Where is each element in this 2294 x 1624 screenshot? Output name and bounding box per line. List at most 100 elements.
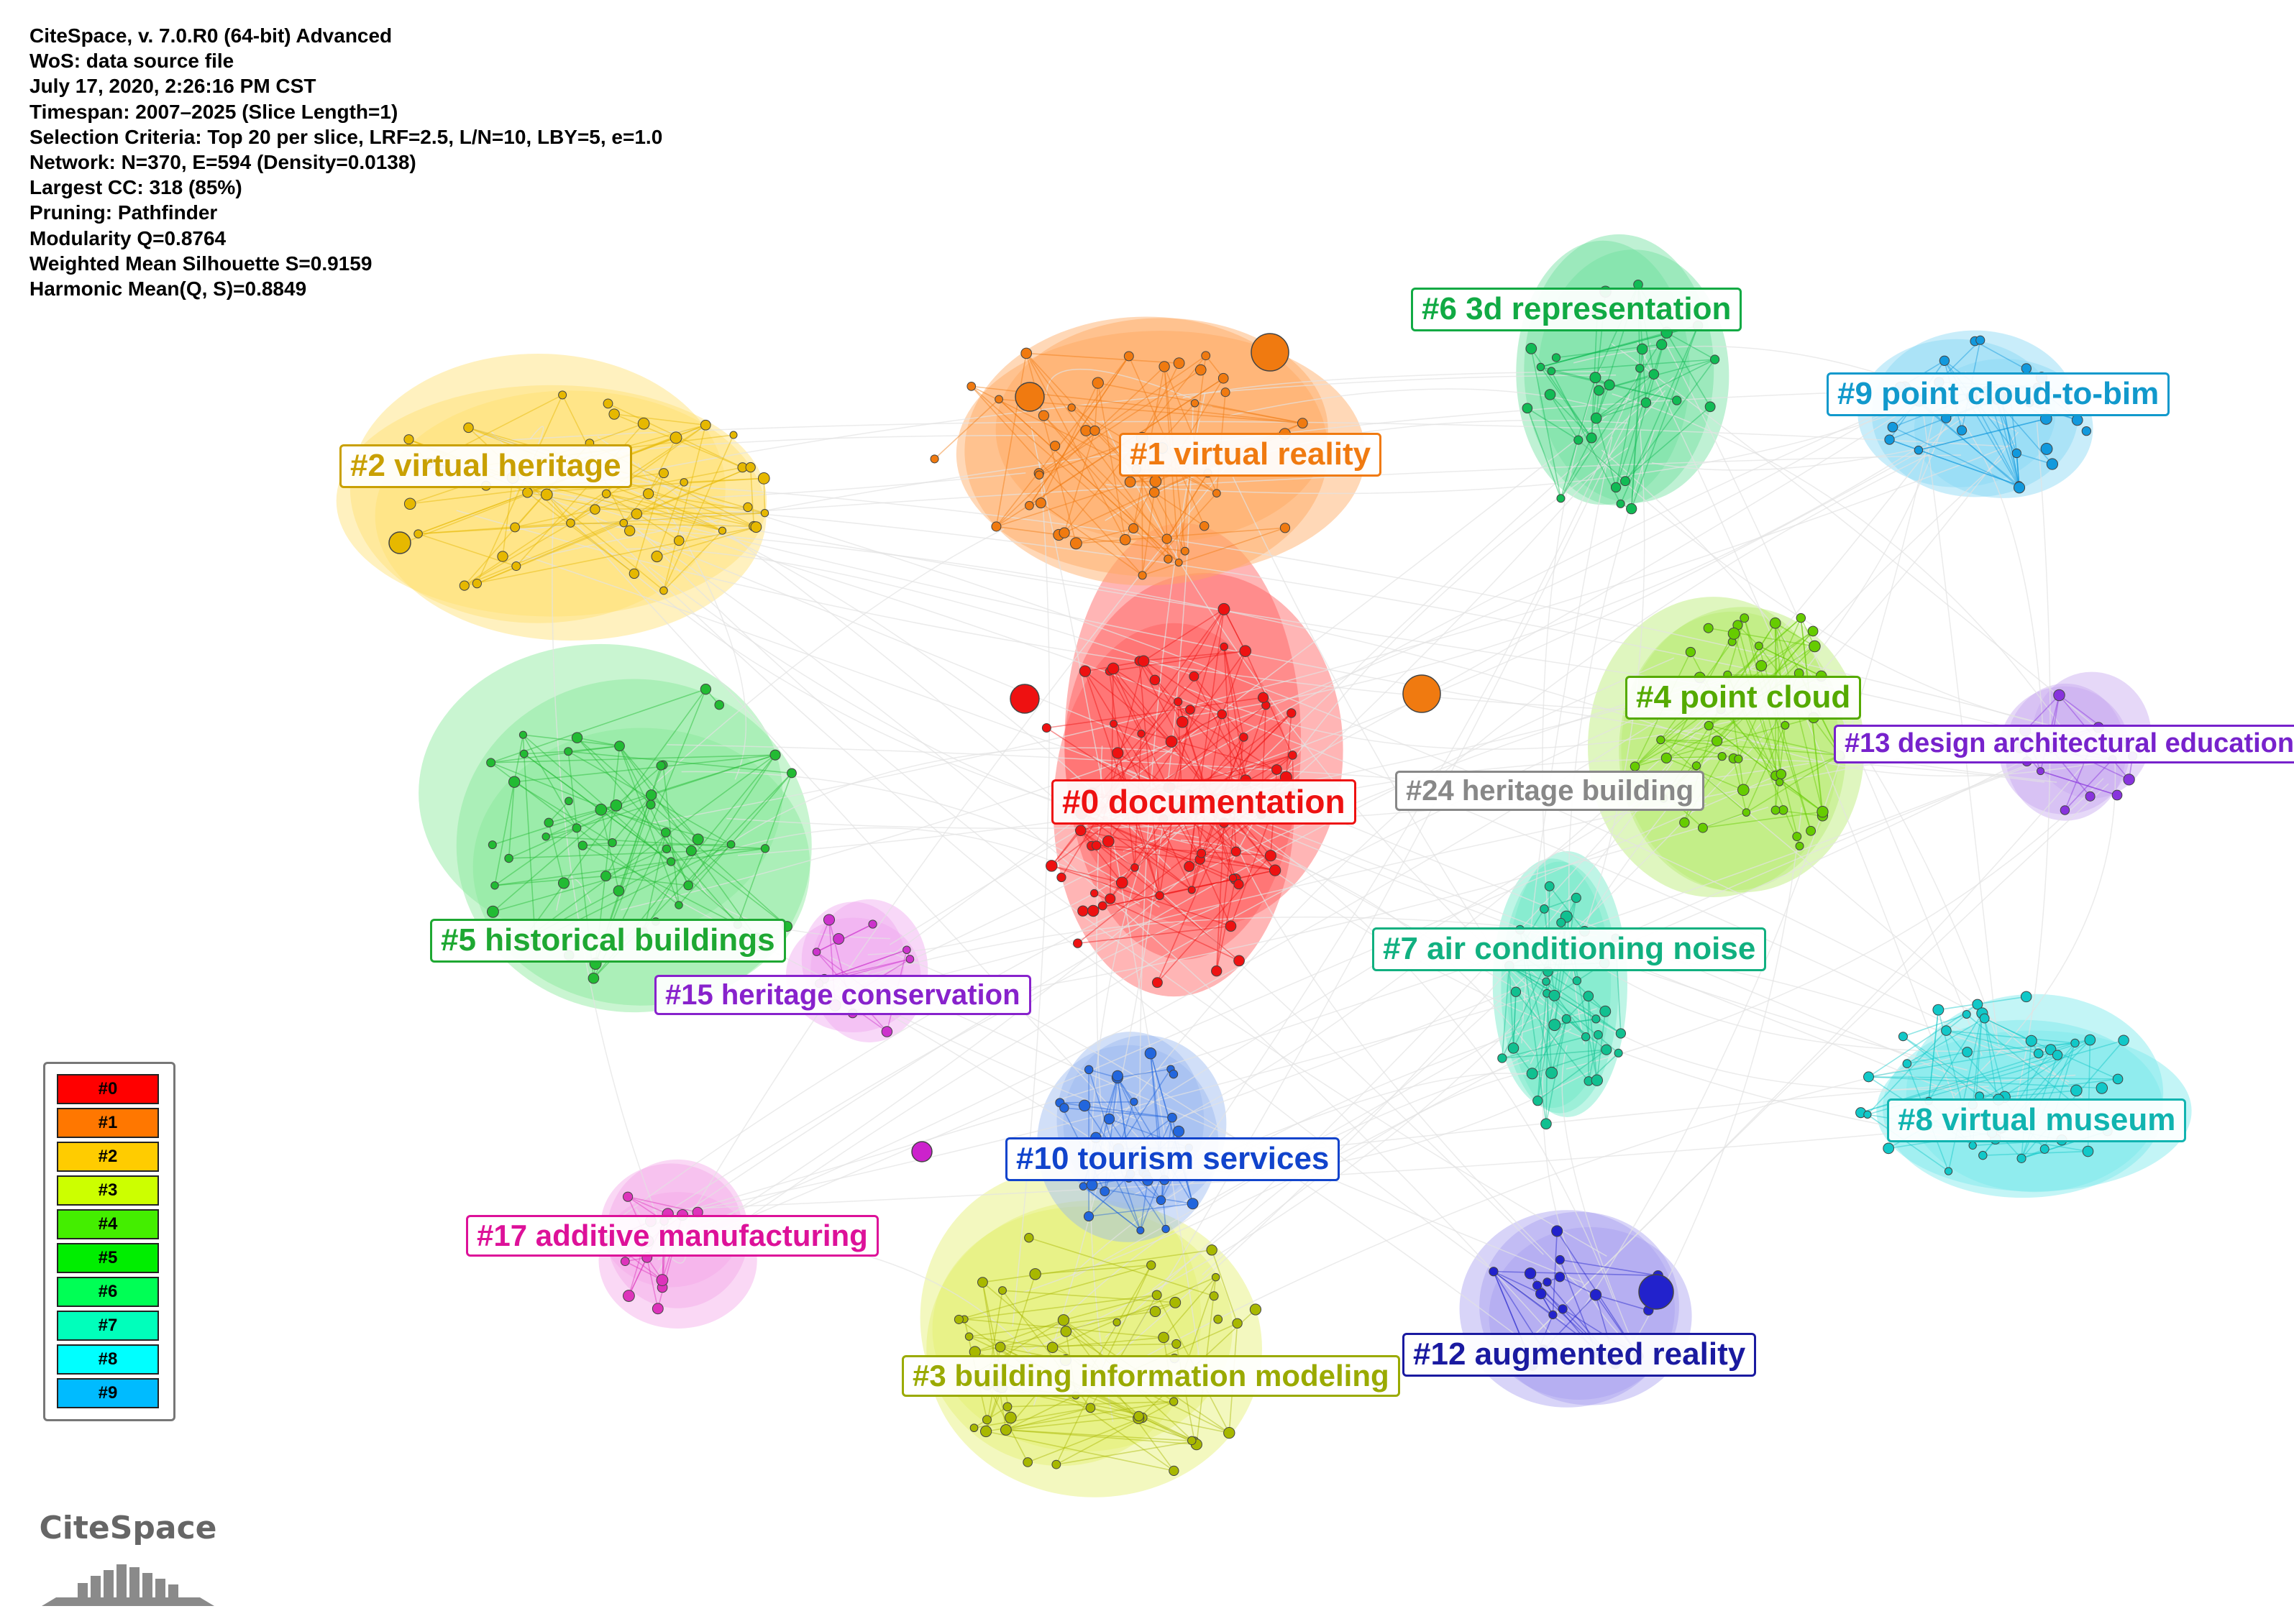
cluster-label-12[interactable]: #12 augmented reality xyxy=(1402,1333,1757,1377)
background-link xyxy=(829,371,1967,999)
background-link xyxy=(504,454,1961,531)
cluster-hull xyxy=(1588,597,1840,897)
cluster-label-10[interactable]: #10 tourism services xyxy=(1005,1137,1340,1181)
cluster-node xyxy=(2040,443,2053,455)
cluster-label-4[interactable]: #4 point cloud xyxy=(1625,676,1862,720)
background-link xyxy=(1573,948,2042,1052)
cluster-link xyxy=(2064,758,2114,811)
cluster-label-17[interactable]: #17 additive manufacturing xyxy=(466,1215,879,1257)
cluster-link xyxy=(1720,709,1782,775)
cluster-link xyxy=(1071,407,1155,493)
cluster-link xyxy=(656,482,685,557)
cluster-label-6[interactable]: #6 3d representation xyxy=(1411,288,1742,331)
cluster-node xyxy=(1185,705,1195,715)
cluster-link xyxy=(490,688,706,763)
background-link xyxy=(452,459,2032,1109)
cluster-node xyxy=(1545,1066,1558,1079)
cluster-link xyxy=(1983,1150,2088,1156)
cluster-node xyxy=(1086,1179,1098,1191)
background-link xyxy=(1651,444,1934,471)
cluster-link xyxy=(1974,340,2042,379)
cluster-label-8[interactable]: #8 virtual museum xyxy=(1887,1098,2187,1142)
cluster-node xyxy=(1542,977,1550,986)
cluster-node xyxy=(1249,1303,1262,1316)
cluster-node xyxy=(1189,671,1199,682)
cluster-node xyxy=(1029,1268,1041,1280)
cluster-link xyxy=(663,434,734,591)
cluster-node xyxy=(1184,861,1195,872)
cluster-node xyxy=(652,1303,664,1315)
cluster-node xyxy=(659,586,668,595)
cluster-label-24[interactable]: #24 heritage building xyxy=(1395,771,1705,811)
background-link xyxy=(889,383,1951,945)
cluster-link xyxy=(1760,630,1814,666)
cluster-node xyxy=(519,749,529,758)
cluster-link xyxy=(1005,1395,1077,1431)
cluster-label-7[interactable]: #7 air conditioning noise xyxy=(1372,927,1767,971)
cluster-node xyxy=(1172,1125,1185,1137)
cluster-node xyxy=(692,833,704,845)
cluster-link xyxy=(1166,472,1209,539)
cluster-node xyxy=(718,526,727,535)
cluster-label-2[interactable]: #2 virtual heritage xyxy=(339,444,632,488)
cluster-hull xyxy=(349,353,726,623)
cluster-node xyxy=(1211,965,1223,977)
cluster-label-0[interactable]: #0 documentation xyxy=(1051,779,1356,825)
cluster-link xyxy=(1660,739,1717,742)
cluster-link xyxy=(1527,408,1579,441)
cluster-link xyxy=(513,781,613,843)
cluster-link xyxy=(1025,353,1126,541)
cluster-node xyxy=(2082,1145,2094,1157)
cluster-label-5[interactable]: #5 historical buildings xyxy=(430,919,786,963)
cluster-link xyxy=(1595,418,1617,488)
cluster-link xyxy=(1138,1416,1195,1442)
cluster-link xyxy=(418,512,765,535)
cluster-node xyxy=(511,561,521,572)
cluster-link xyxy=(1745,754,1840,813)
cluster-node xyxy=(1648,369,1660,380)
cluster-node xyxy=(1201,351,1211,361)
summary-line: Harmonic Mean(Q, S)=0.8849 xyxy=(29,277,307,301)
cluster-node xyxy=(614,740,625,752)
cluster-label-13[interactable]: #13 design architectural education xyxy=(1834,725,2294,763)
cluster-node xyxy=(1691,761,1701,771)
summary-line: Largest CC: 318 (85%) xyxy=(29,176,242,199)
cluster-node xyxy=(541,832,550,841)
cluster-node xyxy=(1137,730,1146,738)
cluster-label-15[interactable]: #15 heritage conservation xyxy=(654,975,1031,1015)
cluster-link xyxy=(1077,925,1231,944)
cluster-link xyxy=(1545,886,1550,1124)
cluster-node xyxy=(1558,1304,1568,1314)
cluster-link xyxy=(1000,1343,1176,1348)
background-link xyxy=(1535,783,2109,1335)
cluster-link xyxy=(1091,845,1276,871)
cluster-link xyxy=(1076,528,1134,544)
cluster-node xyxy=(1589,1288,1602,1301)
cluster-link xyxy=(1059,1101,1134,1104)
cluster-link xyxy=(1193,676,1245,738)
cluster-node xyxy=(1128,523,1139,534)
cluster-link xyxy=(618,746,689,886)
background-link xyxy=(1561,1045,1637,1352)
cluster-node xyxy=(564,747,573,756)
cluster-link xyxy=(494,827,577,886)
cluster-link xyxy=(1560,332,1668,499)
cluster-node xyxy=(2112,1073,2124,1085)
cluster-link xyxy=(1702,812,1747,829)
cluster-label-1[interactable]: #1 virtual reality xyxy=(1119,433,1382,477)
cluster-link xyxy=(1775,725,1786,811)
cluster-link xyxy=(1156,855,1271,983)
cluster-node xyxy=(1112,1070,1123,1082)
cluster-label-9[interactable]: #9 point cloud-to-bim xyxy=(1827,372,2170,416)
cluster-link xyxy=(1634,739,1661,767)
cluster-node xyxy=(1532,1280,1543,1290)
cluster-link xyxy=(663,425,707,591)
cluster-node xyxy=(685,845,697,856)
cluster-node xyxy=(1526,1068,1538,1080)
cluster-node xyxy=(2070,1084,2083,1097)
cluster-link xyxy=(1163,1277,1217,1338)
cluster-link xyxy=(523,734,620,747)
cluster-label-3[interactable]: #3 building information modeling xyxy=(902,1355,1400,1398)
cluster-node xyxy=(680,478,688,487)
cluster-node xyxy=(1548,1019,1561,1032)
